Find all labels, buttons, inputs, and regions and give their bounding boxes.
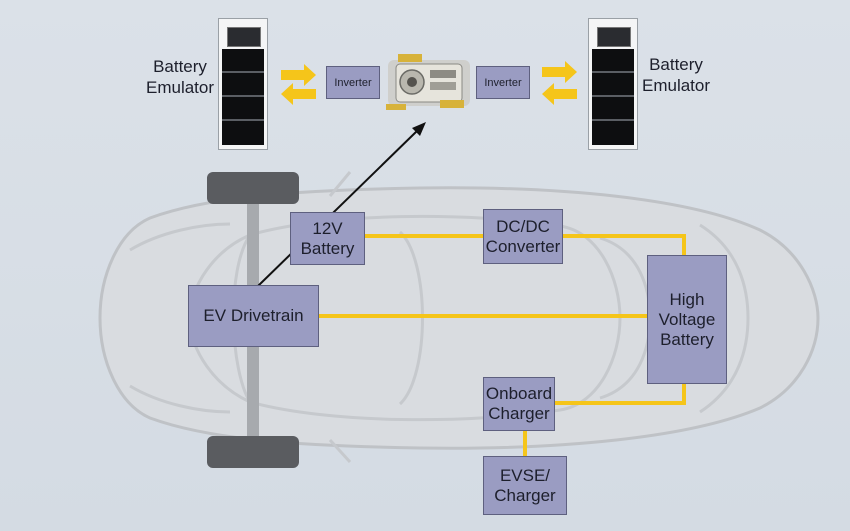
rack-panel bbox=[222, 49, 264, 145]
dcdc-converter-box: DC/DC Converter bbox=[483, 209, 563, 264]
battery-emulator-right-label: Battery Emulator bbox=[641, 55, 711, 95]
left-flow-arrows bbox=[281, 64, 316, 105]
battery-emulator-rack-right bbox=[588, 18, 638, 150]
drivetrain-to-motor-arrow bbox=[257, 122, 426, 287]
hv-battery-box: High Voltage Battery bbox=[647, 255, 727, 384]
battery-emulator-left-label: Battery Emulator bbox=[145, 57, 215, 97]
rack-panel bbox=[592, 49, 634, 145]
battery-emulator-rack-left bbox=[218, 18, 268, 150]
battery-12v-box: 12V Battery bbox=[290, 212, 365, 265]
inverter-left: Inverter bbox=[326, 66, 380, 99]
inverter-right: Inverter bbox=[476, 66, 530, 99]
car-outline bbox=[98, 186, 820, 450]
rack-screen bbox=[597, 27, 631, 47]
motor-illustration bbox=[386, 54, 470, 110]
right-flow-arrows bbox=[542, 61, 577, 105]
ev-drivetrain-box: EV Drivetrain bbox=[188, 285, 319, 347]
rack-screen bbox=[227, 27, 261, 47]
front-wheel bbox=[207, 172, 299, 204]
rear-wheel bbox=[207, 436, 299, 468]
evse-charger-box: EVSE/ Charger bbox=[483, 456, 567, 515]
onboard-charger-box: Onboard Charger bbox=[483, 377, 555, 431]
connector-lines bbox=[319, 234, 686, 456]
